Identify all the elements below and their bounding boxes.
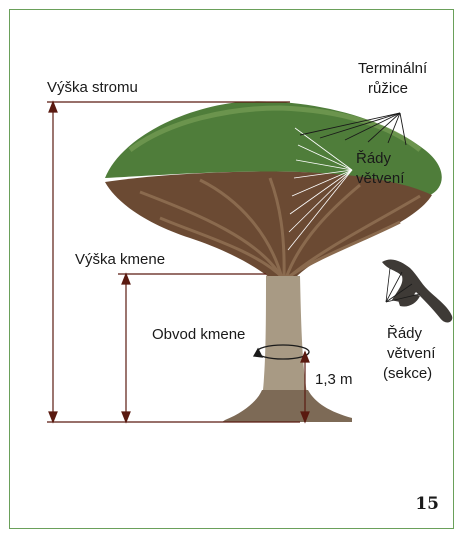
trunk-girth-label: Obvod kmene [152,326,245,344]
page-number: 15 [415,494,439,514]
trunk-height-label: Výška kmene [75,251,165,269]
tree-height-label: Výška stromu [47,79,138,97]
trunk-height-measure [118,274,266,422]
measure-height-label: 1,3 m [315,371,353,389]
branch-section [382,260,452,323]
terminal-rosettes-label-line1: Terminální [358,60,427,78]
trunk-base [222,390,352,422]
section-label-line3: (sekce) [383,365,432,383]
branching-orders-label-line1: Řády [356,150,391,168]
branching-orders-label-line2: větvení [356,170,404,188]
section-label-line2: větvení [387,345,435,363]
section-label-line1: Řády [387,325,422,343]
terminal-rosettes-label-line2: růžice [368,80,408,98]
